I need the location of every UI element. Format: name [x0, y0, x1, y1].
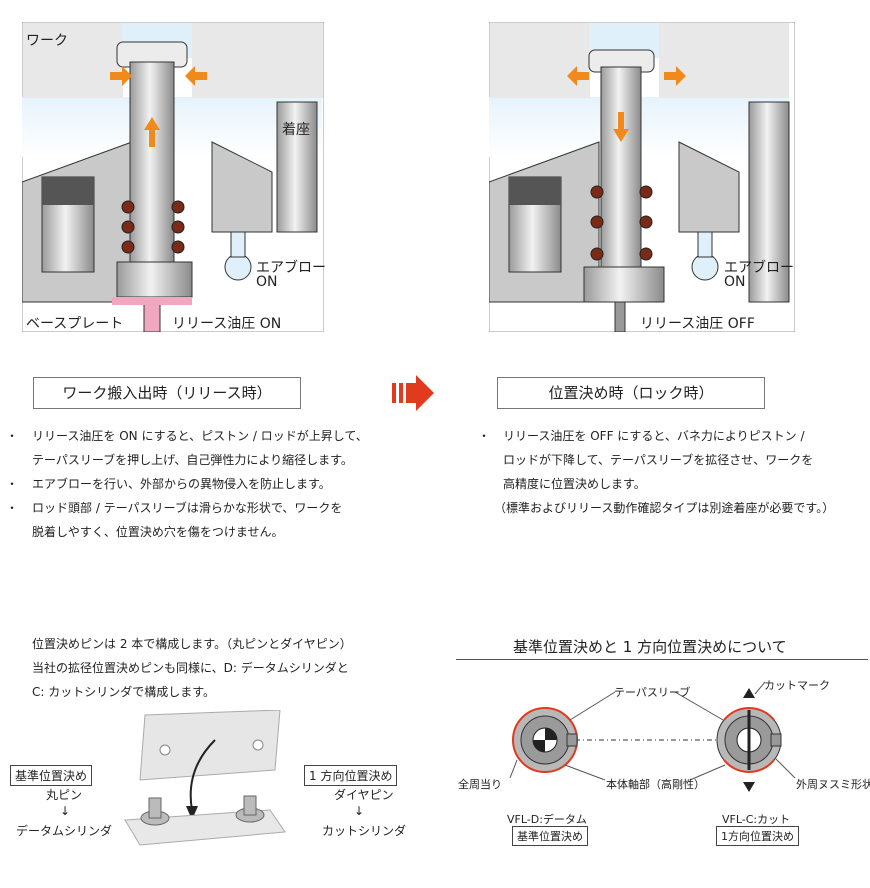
- work-label: ワーク: [26, 33, 68, 49]
- pin-desc-line-2: 当社の拡径位置決めピンも同様に、D: データムシリンダと: [32, 661, 349, 675]
- left-bullet-1-line-2: テーパスリーブを押し上げ、自己弾性力により縮径します。: [32, 453, 353, 467]
- taper-sleeve-label: テーパスリーブ: [614, 686, 691, 699]
- left-bullet-2-line-1: エアブローを行い、外部からの異物侵入を防止します。: [32, 477, 331, 491]
- pin-desc-line-3: C: カットシリンダで構成します。: [32, 685, 216, 699]
- right-bullet-line-2: ロッドが下降して、テーパスリーブを拡径させ、ワークを: [503, 453, 814, 467]
- pin-plate-illustration: [124, 710, 286, 846]
- down-arrow-icon: ↓: [354, 804, 365, 818]
- transition-arrow-icon: [392, 375, 434, 411]
- full-contact-label: 全周当り: [458, 778, 502, 791]
- section-divider: [456, 659, 868, 660]
- cut-mark-label: カットマーク: [764, 679, 830, 692]
- round-pin-label: 丸ピン: [46, 788, 83, 802]
- vfl-d-box: 基準位置決め: [512, 826, 588, 846]
- left-bullet-1-line-1: リリース油圧を ON にすると、ピストン / ロッドが上昇して、: [32, 429, 368, 443]
- lock-caption: 位置決め時（ロック時）: [497, 377, 765, 409]
- bullet-mark: ・: [6, 429, 19, 443]
- seat-label: 着座: [282, 122, 310, 138]
- pin-desc-line-1: 位置決めピンは 2 本で構成します。（丸ピンとダイヤピン）: [32, 637, 352, 651]
- right-bullet-line-3: 高精度に位置決めします。: [503, 477, 646, 491]
- diamond-pin-label: ダイヤピン: [334, 788, 394, 802]
- release-oil-on-label: リリース油圧 ON: [172, 316, 282, 332]
- body-shaft-label: 本体軸部（高剛性）: [606, 778, 705, 791]
- release-oil-off-label: リリース油圧 OFF: [640, 316, 755, 332]
- bullet-mark: ・: [6, 501, 19, 515]
- air-blow-label-left: エアブロー: [256, 260, 326, 276]
- vfl-c-box: 1方向位置決め: [716, 826, 799, 846]
- down-arrow-icon: ↓: [60, 804, 71, 818]
- release-caption: ワーク搬入出時（リリース時）: [33, 377, 301, 409]
- right-bullet-line-1: リリース油圧を OFF にすると、バネ力によりピストン /: [503, 429, 805, 443]
- bullet-mark: ・: [6, 477, 19, 491]
- air-blow-on-label-right: ON: [724, 274, 746, 290]
- cut-cylinder-label: カットシリンダ: [322, 824, 407, 838]
- air-blow-on-label-left: ON: [256, 274, 278, 290]
- left-bullet-3-line-2: 脱着しやすく、位置決め穴を傷をつけません。: [32, 525, 284, 539]
- release-state-diagram: [22, 22, 324, 332]
- datum-pin-title: 基準位置決め: [10, 765, 93, 786]
- outer-shape-label: 外周ヌスミ形状: [796, 778, 870, 791]
- bullet-mark: ・: [478, 429, 491, 443]
- pin-top-view-diagram: [509, 681, 796, 792]
- air-blow-label-right: エアブロー: [724, 260, 794, 276]
- vfl-c-label: VFL-C:カット: [722, 813, 791, 826]
- left-bullet-3-line-1: ロッド頭部 / テーパスリーブは滑らかな形状で、ワークを: [32, 501, 343, 515]
- base-plate-label: ベースプレート: [26, 316, 124, 332]
- lock-state-diagram: [489, 22, 795, 332]
- datum-cylinder-label: データムシリンダ: [16, 824, 113, 838]
- cut-pin-title: 1 方向位置決め: [304, 765, 398, 786]
- section-title: 基準位置決めと 1 方向位置決めについて: [513, 638, 787, 656]
- right-note: （標準およびリリース動作確認タイプは別途着座が必要です。）: [494, 501, 835, 515]
- vfl-d-label: VFL-D:データム: [507, 813, 587, 826]
